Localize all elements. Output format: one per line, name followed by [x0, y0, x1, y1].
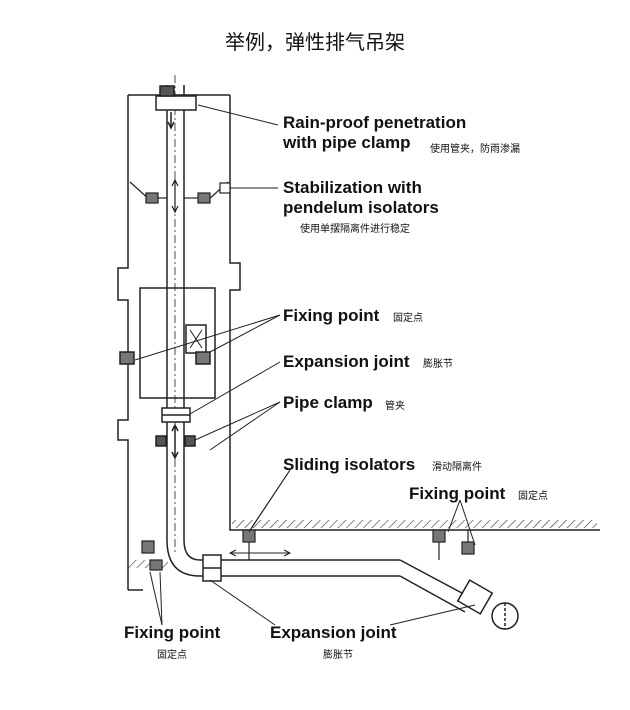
vertical-exhaust-pipe — [166, 75, 185, 555]
label-rain-proof-2: with pipe clamp — [283, 133, 411, 152]
label-fixing-point-right-cn: 固定点 — [518, 491, 548, 502]
label-expansion-joint-upper-cn: 膨胀节 — [423, 359, 453, 370]
label-expansion-joint-upper: Expansion joint — [283, 352, 410, 371]
label-fixing-point-right: Fixing point — [409, 484, 506, 503]
label-rain-proof-cn: 使用管夹，防雨渗漏 — [430, 144, 520, 155]
label-expansion-joint-bottom: Expansion joint — [270, 623, 397, 642]
label-expansion-joint-bottom-cn: 膨胀节 — [323, 650, 353, 661]
label-fixing-point-upper: Fixing point — [283, 306, 380, 325]
label-fixing-point-bottom-cn: 固定点 — [157, 650, 187, 661]
floor-hatch-left — [128, 560, 168, 568]
leader-lines — [134, 104, 476, 626]
label-pipe-clamp: Pipe clamp — [283, 393, 373, 412]
fixing-frame — [119, 287, 216, 399]
sliding-isolators — [242, 529, 446, 560]
label-stabilization-2: pendelum isolators — [283, 198, 439, 217]
label-stabilization-1: Stabilization with — [283, 178, 422, 197]
expansion-joint-vertical — [161, 407, 191, 423]
floor-hatch-right — [232, 520, 597, 528]
label-stabilization-cn: 使用单摆隔离件进行稳定 — [300, 224, 410, 235]
rain-proof-cap — [155, 85, 197, 130]
fixing-point-left-symbol — [141, 540, 163, 571]
outlet-damper — [456, 579, 519, 630]
horizontal-exhaust-pipe — [166, 539, 476, 613]
label-rain-proof-1: Rain-proof penetration — [283, 113, 467, 132]
pendulum-isolators — [129, 178, 231, 214]
label-fixing-point-bottom: Fixing point — [124, 623, 221, 642]
label-fixing-point-upper-cn: 固定点 — [393, 313, 423, 324]
page-title: 举例，弹性排气吊架 — [225, 30, 405, 54]
label-pipe-clamp-cn: 管夹 — [385, 401, 405, 412]
label-sliding-isolators: Sliding isolators — [283, 455, 416, 474]
fixing-point-right-symbol — [461, 530, 475, 555]
label-sliding-isolators-cn: 滑动隔离件 — [432, 462, 482, 473]
pipe-clamp-vertical — [155, 423, 196, 460]
